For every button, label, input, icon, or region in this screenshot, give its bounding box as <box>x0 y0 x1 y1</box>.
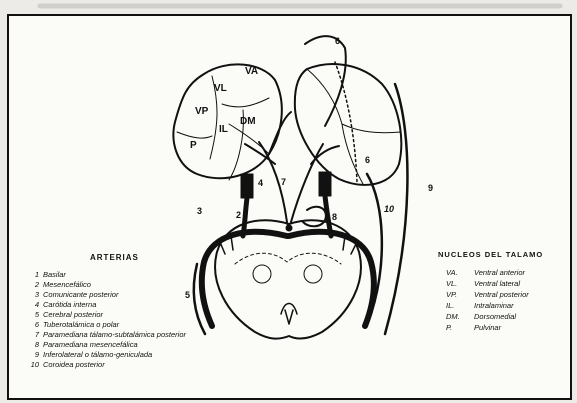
label-dm: DM <box>240 116 256 127</box>
label-il: IL <box>219 124 228 135</box>
brainstem-inner <box>235 253 341 264</box>
right-carotid <box>319 172 331 196</box>
arteries-legend-title: ARTERIAS <box>90 253 139 262</box>
label-vl: VL <box>214 83 227 94</box>
branch-loop <box>303 207 326 227</box>
nucleus-item-vp: VP.Ventral posterior <box>446 290 529 299</box>
nuclei-legend-title: NUCLEOS DEL TALAMO <box>438 250 543 259</box>
number-label-4: 4 <box>258 178 263 188</box>
number-label-6-top: 6 <box>335 36 340 46</box>
nuclei-legend: NUCLEOS DEL TALAMO VA.Ventral anterior V… <box>438 246 566 346</box>
branch-8 <box>291 144 339 222</box>
label-p: P <box>190 140 197 151</box>
nucleus-item-va: VA.Ventral anterior <box>446 268 525 277</box>
nucleus-item-dm: DM.Dorsomedial <box>446 312 516 321</box>
number-label-9: 9 <box>428 183 433 193</box>
nucleus-item-p: P.Pulvinar <box>446 323 501 332</box>
nucleus-item-il: IL.Intralaminar <box>446 301 514 310</box>
branch-6-left <box>269 112 291 154</box>
nucleus-item-vl: VL.Ventral lateral <box>446 279 520 288</box>
number-label-10: 10 <box>384 204 394 214</box>
left-carotid <box>241 174 253 198</box>
left-thalamus <box>173 64 281 178</box>
right-red-nucleus <box>304 265 322 283</box>
number-label-6-right: 6 <box>365 155 370 165</box>
label-va: VA <box>245 66 258 77</box>
right-posterior-cerebral-artery <box>289 232 374 326</box>
right-nucleus-dividers <box>307 69 401 184</box>
number-label-3: 3 <box>197 206 202 216</box>
branch-6-right <box>305 36 346 126</box>
number-label-1: 1 <box>286 222 291 232</box>
left-red-nucleus <box>253 265 271 283</box>
aqueduct <box>281 304 297 325</box>
number-label-7: 7 <box>281 177 286 187</box>
label-vp: VP <box>195 106 208 117</box>
number-label-8: 8 <box>332 212 337 222</box>
number-label-2: 2 <box>236 210 241 220</box>
